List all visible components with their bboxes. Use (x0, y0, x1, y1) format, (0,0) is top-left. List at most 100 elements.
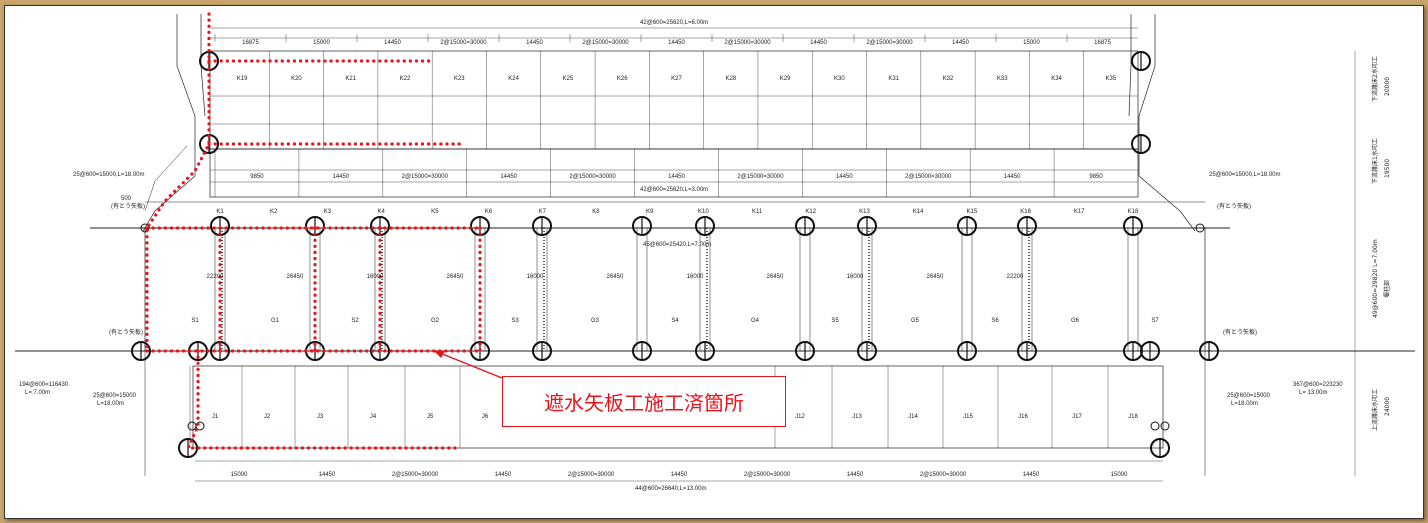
bay-label: S1 (191, 318, 199, 324)
block-label-bottom: J4 (370, 414, 377, 420)
bay-label: S5 (831, 318, 839, 324)
bay-label: G3 (591, 318, 600, 324)
left-note-mid-b: (有とう矢板) (111, 202, 145, 210)
gate-number: 16000 (527, 274, 544, 280)
construction-completed-callout: 遮水矢板工施工済箇所 (502, 376, 786, 427)
block-label-top: K21 (345, 76, 356, 82)
top-dim-segment: 14450 (526, 40, 543, 46)
side-label-body: 堰柱部 (1383, 280, 1391, 298)
block-label-mid: K18 (1128, 209, 1139, 215)
top-dim-segment: 14450 (668, 40, 685, 46)
block-label-mid: K14 (913, 209, 924, 215)
block-label-top: K26 (617, 76, 628, 82)
block-label-bottom: J18 (1128, 414, 1138, 420)
block-label-bottom: J2 (264, 414, 271, 420)
gate-number: 22200 (207, 274, 224, 280)
top-dim-segment: 14450 (384, 40, 401, 46)
small-pile-circle (1150, 421, 1160, 431)
left-note-bottom-c: 25@600=15000 (93, 393, 137, 399)
block-label-mid: K6 (485, 209, 493, 215)
small-pile-circle (1160, 421, 1170, 431)
block-label-top: K31 (888, 76, 899, 82)
block-label-bottom: J6 (482, 414, 489, 420)
block-label-mid: K17 (1074, 209, 1085, 215)
left-note-bottom-d: L=18.00m (97, 401, 124, 407)
top-dim-segment: 14450 (952, 40, 969, 46)
callout-arrowhead (433, 350, 445, 358)
block-label-top: K27 (671, 76, 682, 82)
callout-arrow (434, 350, 503, 379)
right-note-top: 25@600=15000,L=18.00m (1209, 172, 1280, 178)
bottom-dim-segment: 15000 (1111, 472, 1128, 478)
block-label-bottom: J14 (908, 414, 918, 420)
block-label-top: K28 (725, 76, 736, 82)
bottom-dim-segment: 14450 (847, 472, 864, 478)
side-label-down2: 下流護床2水叩工 (1371, 56, 1379, 102)
block-label-bottom: J15 (963, 414, 973, 420)
top-dim-segment: 2@15000=30000 (582, 40, 629, 46)
right-note-bottom-d: L= 13.00m (1299, 390, 1328, 396)
block-label-top: K23 (454, 76, 465, 82)
bottom-dim-segment: 2@15000=30000 (744, 472, 791, 478)
construction-completed-line (185, 349, 462, 450)
small-pile-circle (140, 223, 150, 233)
block-label-mid: K8 (592, 209, 600, 215)
block-label-bottom: J16 (1018, 414, 1028, 420)
bottom-dim-segment: 15000 (231, 472, 248, 478)
mid-dim-segment: 2@15000=30000 (402, 174, 449, 180)
bottom-dim-segment: 14450 (1023, 472, 1040, 478)
block-label-mid: K12 (805, 209, 816, 215)
mid-overall-dim: 42@600=25620,L=3.00m (640, 187, 708, 193)
block-label-mid: K5 (431, 209, 439, 215)
mid-dim-segment: 9850 (1089, 174, 1103, 180)
bay-label: G4 (751, 318, 760, 324)
block-label-mid: K7 (539, 209, 547, 215)
block-label-top: K33 (997, 76, 1008, 82)
block-label-top: K20 (291, 76, 302, 82)
mid-dim-segment: 2@15000=30000 (569, 174, 616, 180)
left-note-mid2-b: (有とう矢板) (109, 328, 143, 336)
small-pile-circle (1195, 223, 1205, 233)
side-label-up: 上流護床水叩工 (1371, 389, 1379, 431)
right-note-mid-b: (有とう矢板) (1217, 202, 1251, 210)
block-label-top: K19 (237, 76, 248, 82)
bay-label: S2 (351, 318, 359, 324)
side-dim-up: 24000 (1384, 397, 1391, 416)
right-note-bottom-c: 367@600=223230 (1293, 382, 1343, 388)
gate-number: 26450 (447, 274, 464, 280)
bottom-dim-segment: 14450 (319, 472, 336, 478)
block-label-mid: K15 (967, 209, 978, 215)
bay-label: S3 (511, 318, 519, 324)
mid-dim-segment: 2@15000=30000 (905, 174, 952, 180)
bay-label: S6 (991, 318, 999, 324)
mid-dim-segment: 9850 (250, 174, 264, 180)
gate-number: 26450 (607, 274, 624, 280)
block-label-bottom: J3 (317, 414, 324, 420)
block-label-top: K29 (780, 76, 791, 82)
side-dim-down1: 19500 (1384, 159, 1391, 178)
block-label-top: K35 (1106, 76, 1117, 82)
mid-dim-segment: 2@15000=30000 (737, 174, 784, 180)
block-label-top: K25 (563, 76, 574, 82)
mid-dim-segment: 14450 (333, 174, 350, 180)
block-label-top: K34 (1051, 76, 1062, 82)
block-label-mid: K3 (324, 209, 332, 215)
top-dim-segment: 15000 (313, 40, 330, 46)
block-label-mid: K4 (377, 209, 385, 215)
left-note-bottom-b: L= 7.00m (25, 390, 50, 396)
block-label-mid: K10 (698, 209, 709, 215)
block-label-mid: K13 (859, 209, 870, 215)
gate-number: 26450 (287, 274, 304, 280)
block-label-bottom: J5 (427, 414, 434, 420)
side-dim-down2: 20000 (1384, 77, 1391, 96)
mid-dim-segment: 14450 (500, 174, 517, 180)
gate-number: 16000 (367, 274, 384, 280)
top-dim-segment: 16875 (1094, 40, 1111, 46)
block-label-top: K24 (508, 76, 519, 82)
block-label-top: K22 (400, 76, 411, 82)
block-label-mid: K16 (1020, 209, 1031, 215)
left-note-top: 25@600=15000,L=18.00m (73, 172, 144, 178)
block-label-bottom: J12 (795, 414, 805, 420)
